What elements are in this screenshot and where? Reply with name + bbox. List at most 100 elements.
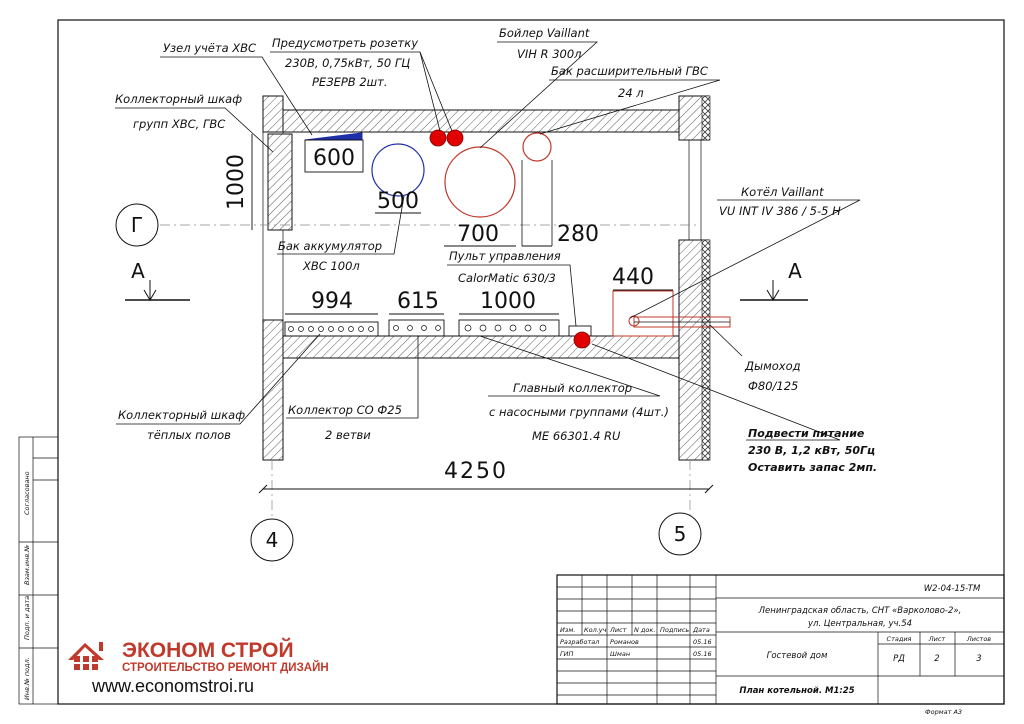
boiler-tank [444,146,516,218]
logo-name: ЭКОНОМ СТРОЙ [122,638,294,662]
label-chimney-1: Дымоход [744,359,801,373]
side-stamp-sign: Подп. и дата [23,596,31,640]
tb-razrab-date: 05.16 [693,638,712,646]
label-panel-2: CalorMatic 630/3 [458,271,556,285]
socket-2 [446,129,464,147]
label-main-coll-3: МЕ 66301.4 RU [532,429,621,443]
sheet-frame [57,19,1005,705]
tb-stage: РД [893,654,905,664]
dim-1000-horizontal: 1000 [480,289,536,314]
collector-floor [284,321,379,337]
label-coll-co-2: 2 ветви [325,428,371,442]
title-block-grid [556,574,1005,705]
logo-house-icon [68,642,104,670]
label-cabinet-floor-1: Коллекторный шкаф [118,408,245,422]
tb-gip-date: 05.16 [693,650,712,658]
collector-floor-dots [288,326,374,332]
cabinet-hvs-gvs [267,133,293,231]
label-boiler-1: Бойлер Vaillant [499,26,590,40]
tb-code: W2-04-15-TM [924,584,981,594]
dim-600: 600 [313,146,355,171]
tb-col-kol: Кол.уч [584,626,607,634]
label-cabinet-hot-2: групп ХВС, ГВС [133,117,225,131]
leaders [115,41,861,441]
label-kotel-1: Котёл Vaillant [741,185,824,199]
section-label-right: А [788,259,802,283]
dim-1000-vertical: 1000 [224,154,249,210]
logo-url[interactable]: www.economstroi.ru [91,676,254,696]
dim-4250: 4250 [444,459,508,484]
side-stamp-agreed: Согласовано [23,471,31,515]
label-main-coll-1: Главный коллектор [513,381,632,395]
side-stamp-replace: Взам.инв.№ [23,545,31,585]
tb-razrab-name: Романов [610,638,639,646]
socket-1 [429,129,447,147]
dim-500: 500 [377,189,419,214]
axis-4-label: 4 [266,528,279,552]
tb-sheet-title: План котельной. М1:25 [739,686,854,696]
label-water-meter: Узел учёта ХВС [163,41,256,55]
label-cabinet-hot-1: Коллекторный шкаф [115,92,242,106]
logo-tagline: СТРОИТЕЛЬСТВО РЕМОНТ ДИЗАЙН [122,661,329,674]
tb-stage-hdr: Стадия [887,635,912,643]
tb-sheets-hdr: Листов [966,635,991,643]
tb-razrab: Разработал [560,638,599,646]
label-main-coll-2: с насосными группами (4шт.) [489,405,669,419]
tb-gip-name: Шман [610,650,630,658]
axis-g-label: Г [131,213,143,237]
tb-col-data: Дата [692,626,710,634]
dim-280: 280 [557,222,599,247]
label-coll-co-1: Коллектор СО Ф25 [288,403,402,417]
dim-700: 700 [457,222,499,247]
label-power-1: Подвести питание [748,427,865,440]
tb-col-list: Лист [609,626,627,634]
label-socket-3: РЕЗЕРВ 2шт. [312,75,388,89]
tb-sheet: 2 [934,654,939,664]
label-socket-1: Предусмотреть розетку [272,36,418,50]
tb-col-izm: Изм. [560,626,575,634]
water-meter-box [304,139,364,173]
label-exp-tank-1: Бак расширительный ГВС [551,64,708,78]
side-stamp [18,436,59,705]
axis-g-bubble [115,203,159,247]
power-point [573,331,591,349]
label-chimney-2: Ф80/125 [748,379,798,393]
tb-sheets: 3 [976,654,981,664]
section-mark-right [740,280,808,301]
tb-object: Гостевой дом [767,651,828,661]
dim-615: 615 [397,289,439,314]
dim-440: 440 [612,265,654,290]
walls [262,95,711,461]
water-meter-symbol [304,132,363,141]
axis-5-bubble [658,512,702,556]
tb-col-podp: Подпись [660,626,689,634]
axis-5-label: 5 [674,522,687,546]
main-collector-dots [464,324,547,332]
gas-boiler [612,290,674,337]
side-stamp-inv: Инв.№ подл. [23,657,31,700]
tb-sheet-hdr: Лист [928,635,946,643]
dim-994: 994 [311,289,353,314]
tb-col-ndok: N док. [634,626,655,634]
label-power-2: 230 В, 1,2 кВт, 50Гц [748,444,875,457]
tb-gip: ГИП [560,650,573,658]
label-socket-2: 230В, 0,75кВт, 50 ГЦ [285,56,410,70]
main-collector [458,319,560,337]
accumulator-tank [371,143,425,197]
section-mark-left [125,280,190,301]
label-power-3: Оставить запас 2мп. [748,461,877,474]
expansion-tank [522,132,552,162]
label-kotel-2: VU INT IV 386 / 5-5 H [719,204,841,218]
axis-4-bubble [250,518,294,562]
section-label-left: А [131,259,145,283]
collector-co [388,319,445,337]
tb-format: Формат А3 [925,708,962,716]
label-boiler-2: VIH R 300л [517,47,582,61]
label-exp-tank-2: 24 л [618,86,644,100]
label-panel-1: Пульт управления [449,249,561,263]
tb-address-2: ул. Центральная, уч.54 [807,619,912,629]
collector-co-dots [393,325,441,331]
label-accum-1: Бак аккумулятор [278,239,382,253]
label-cabinet-floor-2: тёплых полов [147,428,231,442]
